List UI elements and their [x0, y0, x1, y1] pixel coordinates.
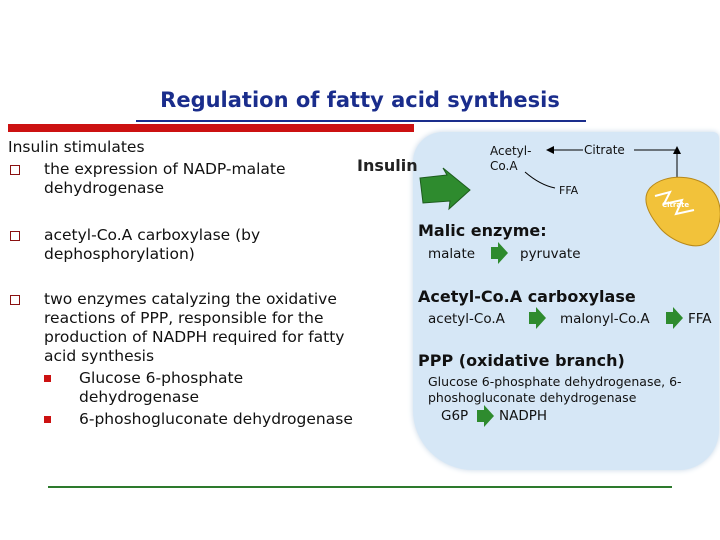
bullet-text: two enzymes catalyzing the oxidative rea… — [44, 290, 345, 365]
ffa-top-label: FFA — [559, 184, 579, 197]
square-bullet-icon — [44, 416, 51, 423]
checkbox-bullet-icon — [10, 295, 20, 305]
bullet-item: the expression of NADP-malate dehydrogen… — [8, 160, 353, 198]
insulin-arrow-icon — [419, 167, 471, 211]
nadph-label: NADPH — [499, 408, 548, 424]
ppp-enzymes-label: Glucose 6-phosphate dehydrogenase, 6-pho… — [428, 374, 682, 405]
acetyl-coa-lower-label: acetyl-Co.A — [428, 311, 505, 327]
acetyl-coa-label: Acetyl-Co.A — [490, 144, 532, 173]
mitochondrion-label: Citrate — [662, 201, 690, 209]
checkbox-bullet-icon — [10, 231, 20, 241]
intro-text: Insulin stimulates — [8, 138, 145, 156]
sub-bullet-text: Glucose 6-phosphate dehydrogenase — [79, 369, 244, 406]
bottom-rule — [48, 486, 672, 488]
ppp-header: PPP (oxidative branch) — [418, 351, 625, 370]
bullet-item: two enzymes catalyzing the oxidative rea… — [8, 290, 353, 429]
malic-enzyme-header: Malic enzyme: — [418, 221, 547, 240]
bullet-text: acetyl-Co.A carboxylase (by dephosphoryl… — [44, 226, 261, 263]
sub-bullet-item: 6-phoshogluconate dehydrogenase — [44, 410, 353, 429]
malate-arrow-icon — [491, 242, 508, 264]
acetyl-to-ffa-arrow — [524, 171, 556, 189]
accent-bar — [8, 124, 414, 132]
ffa-right-label: FFA — [688, 311, 712, 327]
sub-bullet-item: Glucose 6-phosphate dehydrogenase — [44, 369, 353, 407]
bullet-item: acetyl-Co.A carboxylase (by dephosphoryl… — [8, 226, 353, 264]
pyruvate-label: pyruvate — [520, 246, 581, 262]
title-underline — [136, 120, 586, 122]
page-title: Regulation of fatty acid synthesis — [160, 88, 560, 112]
malonyl-arrow-icon — [666, 307, 683, 329]
bullet-text: the expression of NADP-malate dehydrogen… — [44, 160, 286, 197]
malonyl-coa-label: malonyl-Co.A — [560, 311, 650, 327]
square-bullet-icon — [44, 375, 51, 382]
citrate-label: Citrate — [584, 143, 625, 157]
g6p-arrow-icon — [477, 405, 494, 427]
checkbox-bullet-icon — [10, 165, 20, 175]
acc-arrow-icon — [529, 307, 546, 329]
malate-label: malate — [428, 246, 476, 262]
intro-line: Insulin stimulates — [8, 138, 353, 157]
acc-header: Acetyl-Co.A carboxylase — [418, 287, 636, 306]
sub-bullet-text: 6-phoshogluconate dehydrogenase — [79, 410, 353, 428]
g6p-label: G6P — [441, 408, 469, 424]
arrowhead-icon — [546, 146, 554, 154]
arrowhead-icon — [673, 146, 681, 154]
insulin-label: Insulin — [357, 156, 418, 175]
